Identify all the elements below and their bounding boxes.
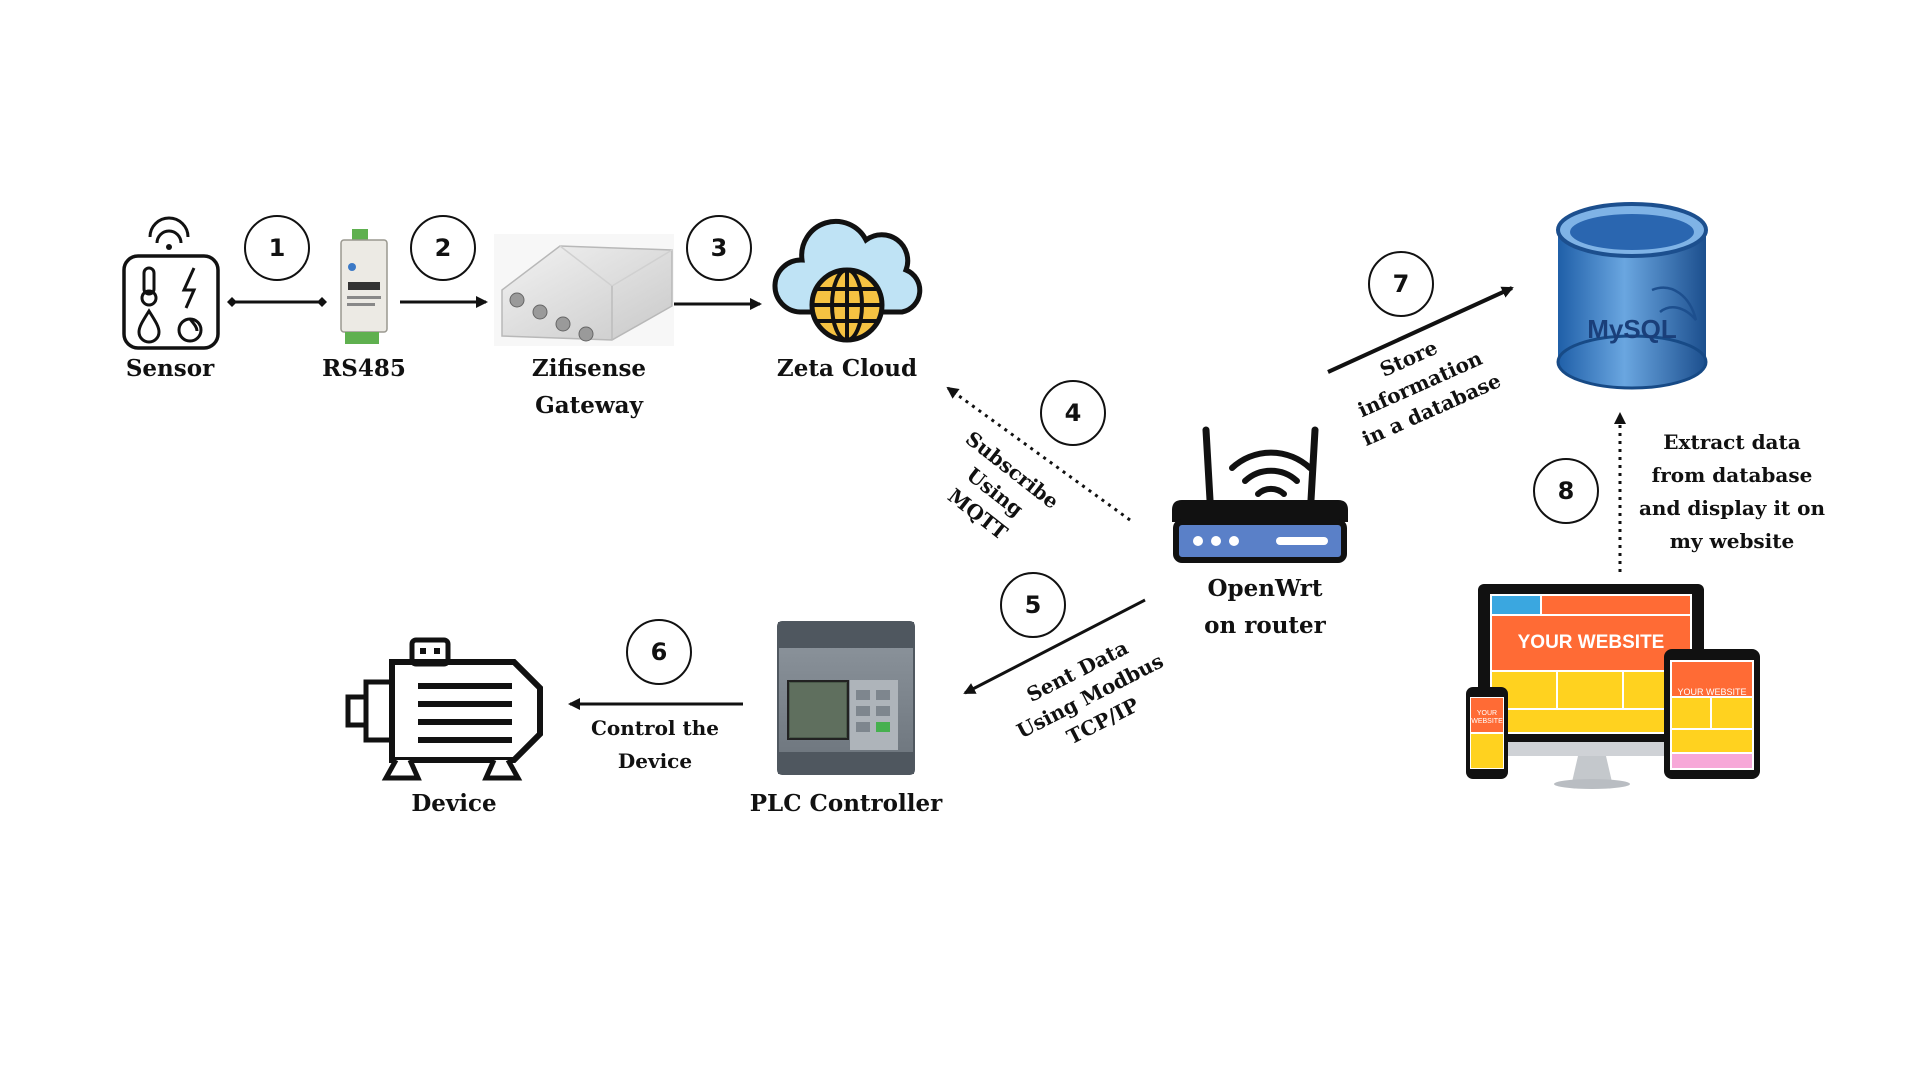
edge-router-db [1327, 286, 1514, 374]
step-1-badge: 1 [244, 215, 310, 281]
rs485-module-icon [340, 229, 388, 344]
website-tablet-text: YOUR WEBSITE [1677, 687, 1747, 697]
edge-router-cloud-subscribe [946, 386, 1131, 522]
step-3-badge: 3 [686, 215, 752, 281]
zifisense-gateway-icon [494, 234, 674, 346]
website-screen-text: YOUR WEBSITE [1517, 632, 1665, 653]
step-7-badge: 7 [1368, 251, 1434, 317]
extract-display-label: Extract data from database and display i… [1638, 430, 1826, 553]
plc-controller-icon [777, 621, 915, 775]
control-device-label: Control the Device [591, 716, 719, 773]
edge-router-plc [963, 598, 1146, 695]
router-label: OpenWrt on router [1204, 575, 1326, 639]
db-logo-text: MySQL [1587, 314, 1677, 344]
step-8-badge: 8 [1533, 458, 1599, 524]
cloud-label: Zeta Cloud [776, 355, 918, 382]
sensor-icon [122, 216, 220, 350]
mysql-database-icon [1556, 202, 1708, 390]
sensor-label: Sensor [125, 355, 215, 382]
motor-device-icon [345, 637, 543, 781]
plc-label: PLC Controller [749, 790, 943, 817]
cloud-globe-icon [772, 218, 923, 343]
step-2-badge: 2 [410, 215, 476, 281]
step-4-badge: 4 [1040, 380, 1106, 446]
router-icon [1172, 426, 1348, 563]
step-5-badge: 5 [1000, 572, 1066, 638]
gateway-label: Zifisense Gateway [531, 355, 647, 419]
device-label: Device [411, 790, 497, 817]
responsive-website-icon [1466, 584, 1760, 789]
website-phone-text: YOUR WEBSITE [1471, 710, 1503, 725]
rs485-label: RS485 [322, 355, 406, 382]
step-6-badge: 6 [626, 619, 692, 685]
